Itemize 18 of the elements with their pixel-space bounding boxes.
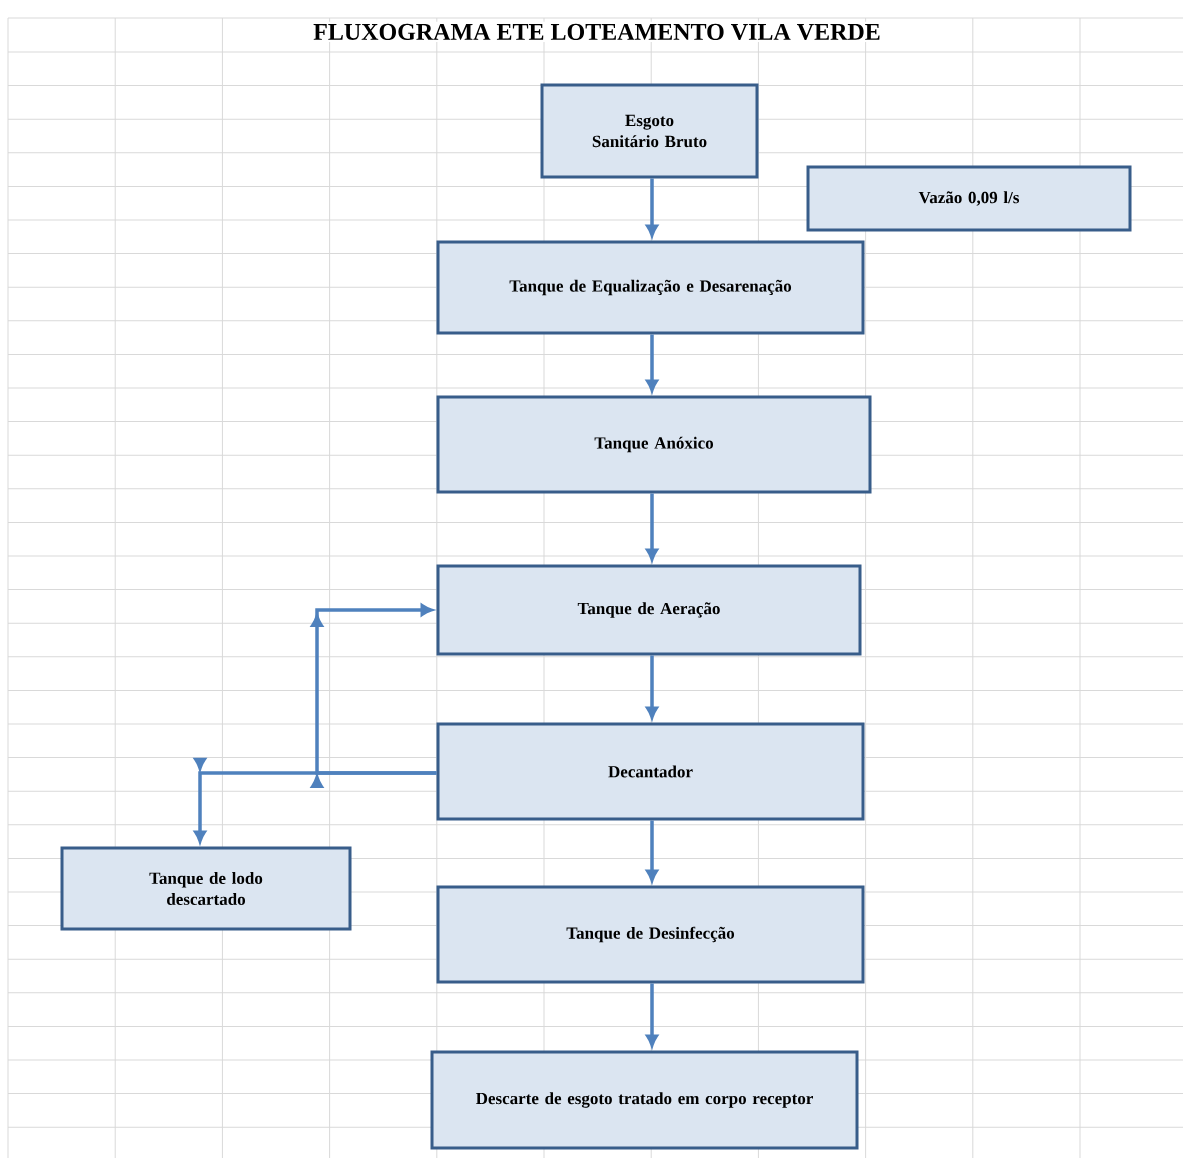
process-box: Descarte de esgoto tratado em corpo receptor [430,1050,859,1150]
process-box: Vazão 0,09 l/s [806,165,1132,232]
process-box: Tanque de lodo descartado [60,846,352,931]
arrow [646,820,658,882]
process-box: Esgoto Sanitário Bruto [540,83,759,179]
process-box: Decantador [436,722,865,821]
process-box: Tanque de Aeração [436,564,862,656]
arrow [646,655,658,719]
arrow [646,983,658,1047]
arrow [194,757,437,843]
process-box: Tanque Anóxico [436,395,872,494]
arrow [311,604,437,788]
process-box: Tanque de Desinfecção [436,885,865,984]
arrow [646,493,658,561]
arrow [646,334,658,392]
arrow [646,178,658,237]
title: FLUXOGRAMA ETE LOTEAMENTO VILA VERDE [311,21,883,43]
process-box: Tanque de Equalização e Desarenação [436,240,865,335]
